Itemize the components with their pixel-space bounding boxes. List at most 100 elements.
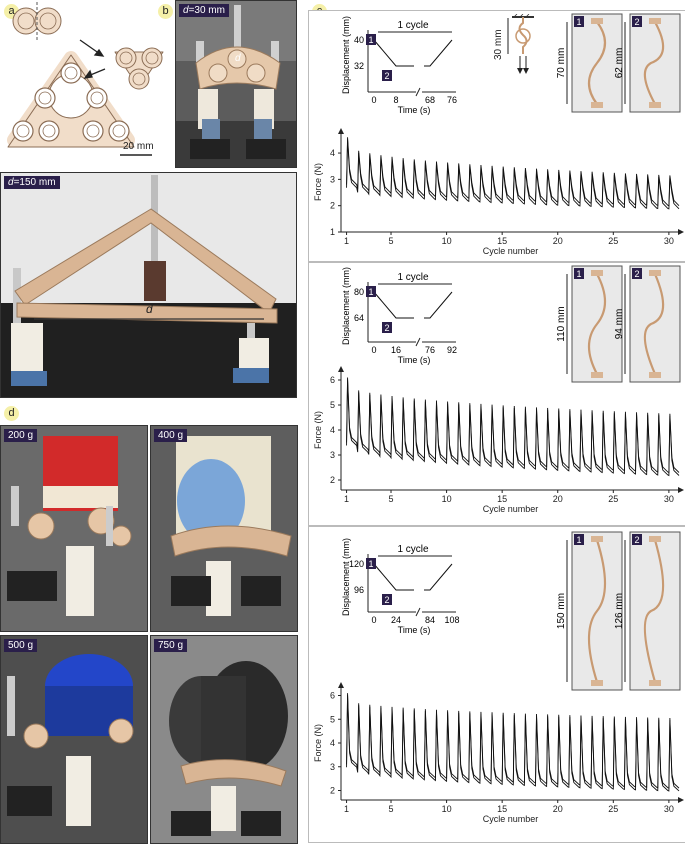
x-axis-arrow [678, 487, 684, 493]
inset-x-label: Time (s) [398, 625, 431, 635]
photo-load-500g: 500 g [0, 635, 148, 844]
y-tick-label: 1 [330, 227, 335, 237]
photo-load-200g: 200 g [0, 425, 148, 632]
shape-tag-box [574, 268, 584, 279]
panel-a-coil-assembly [7, 2, 164, 156]
shape-photo [629, 265, 681, 383]
length-label: 94 mm [614, 309, 625, 340]
clamp-top [649, 536, 661, 542]
inset-ytick: 96 [354, 585, 364, 595]
spring-shape [643, 539, 665, 683]
y-tick-label: 2 [330, 786, 335, 796]
inset-xtick: 84 [425, 615, 435, 625]
shape-photo [629, 531, 681, 691]
photo-750g-scene [151, 636, 297, 843]
shape-tag: 1 [576, 269, 581, 279]
x-tick-label: 15 [497, 494, 507, 504]
inset-xtick: 76 [425, 345, 435, 355]
x-axis-label: Cycle number [483, 504, 539, 514]
x-axis-label: Cycle number [483, 814, 539, 824]
y-tick-label: 4 [330, 425, 335, 435]
length-label: 150 mm [556, 593, 567, 629]
marker-1-box [366, 286, 376, 297]
force-trace [346, 695, 680, 792]
clamp-top [591, 18, 603, 24]
y-tick-label: 6 [330, 375, 335, 385]
inset-ytick: 80 [354, 287, 364, 297]
y-axis-label: Force (N) [313, 163, 323, 201]
shape-tag: 1 [576, 17, 581, 27]
photo-d150: d=150 mm d [0, 172, 297, 398]
x-tick-label: 25 [608, 804, 618, 814]
y-tick-label: 4 [330, 148, 335, 158]
tag-d30: d=30 mm [179, 4, 229, 17]
inner-d-label: d [235, 53, 241, 64]
x-tick-label: 1 [344, 494, 349, 504]
inset-ytick: 32 [354, 61, 364, 71]
x-tick-label: 15 [497, 236, 507, 246]
inset-xtick: 0 [371, 345, 376, 355]
x-tick-label: 5 [389, 494, 394, 504]
y-tick-label: 6 [330, 691, 335, 701]
shape-tag: 1 [576, 535, 581, 545]
y-tick-label: 3 [330, 450, 335, 460]
length-label: 110 mm [556, 306, 567, 341]
x-tick-label: 20 [553, 236, 563, 246]
inset-x-label: Time (s) [398, 105, 431, 115]
inset-trace [424, 291, 453, 319]
inset-trace [424, 563, 453, 591]
spring-shape [643, 273, 665, 375]
y-tick-label: 2 [330, 475, 335, 485]
x-tick-label: 30 [664, 236, 674, 246]
clamp-bottom [591, 102, 603, 108]
marker-2-box [382, 322, 392, 333]
force-trace [346, 377, 680, 474]
inset-ytick: 64 [354, 313, 364, 323]
x-axis-label: Cycle number [483, 246, 539, 256]
shape-tag-box [632, 16, 642, 27]
photo-200g-scene [1, 426, 147, 631]
x-tick-label: 30 [664, 494, 674, 504]
y-axis-label: Force (N) [313, 724, 323, 762]
scale-bar-label: 20 mm [123, 141, 154, 152]
photo-d30-scene [176, 1, 296, 167]
inset-x-label: Time (s) [398, 355, 431, 365]
marker-2-box [382, 70, 392, 81]
inset-y-label: Displacement (mm) [341, 267, 351, 345]
clamp-bottom [649, 680, 661, 686]
marker-2: 2 [384, 323, 389, 333]
shape-tag-box [574, 534, 584, 545]
x-tick-label: 15 [497, 804, 507, 814]
tag-750g: 750 g [154, 639, 188, 652]
x-tick-label: 10 [442, 494, 452, 504]
shape-tag-box [632, 268, 642, 279]
x-tick-label: 25 [608, 494, 618, 504]
inset-xtick: 0 [371, 95, 376, 105]
inset-trace [373, 563, 414, 591]
inset-xtick: 108 [444, 615, 459, 625]
length-label: 126 mm [614, 593, 625, 629]
marker-1: 1 [368, 35, 373, 45]
panel-label-d: d [4, 406, 19, 421]
inner-d150-label: d [146, 302, 153, 316]
x-tick-label: 10 [442, 236, 452, 246]
y-tick-label: 2 [330, 201, 335, 211]
inset-xtick: 76 [447, 95, 457, 105]
shape-tag-box [632, 534, 642, 545]
spring-shape [587, 21, 607, 105]
x-tick-label: 5 [389, 804, 394, 814]
force-trace [346, 137, 680, 207]
tag-200g: 200 g [4, 429, 38, 442]
force-trace [346, 379, 680, 477]
shape-photo [629, 13, 681, 113]
inset-trace [373, 291, 414, 319]
inset-trace [373, 39, 414, 67]
y-tick-label: 5 [330, 400, 335, 410]
marker-1-box [366, 34, 376, 45]
y-axis-arrow [338, 366, 344, 372]
axis-break [415, 607, 421, 617]
x-axis-arrow [678, 229, 684, 235]
y-tick-label: 4 [330, 738, 335, 748]
spring-shape [587, 273, 607, 375]
